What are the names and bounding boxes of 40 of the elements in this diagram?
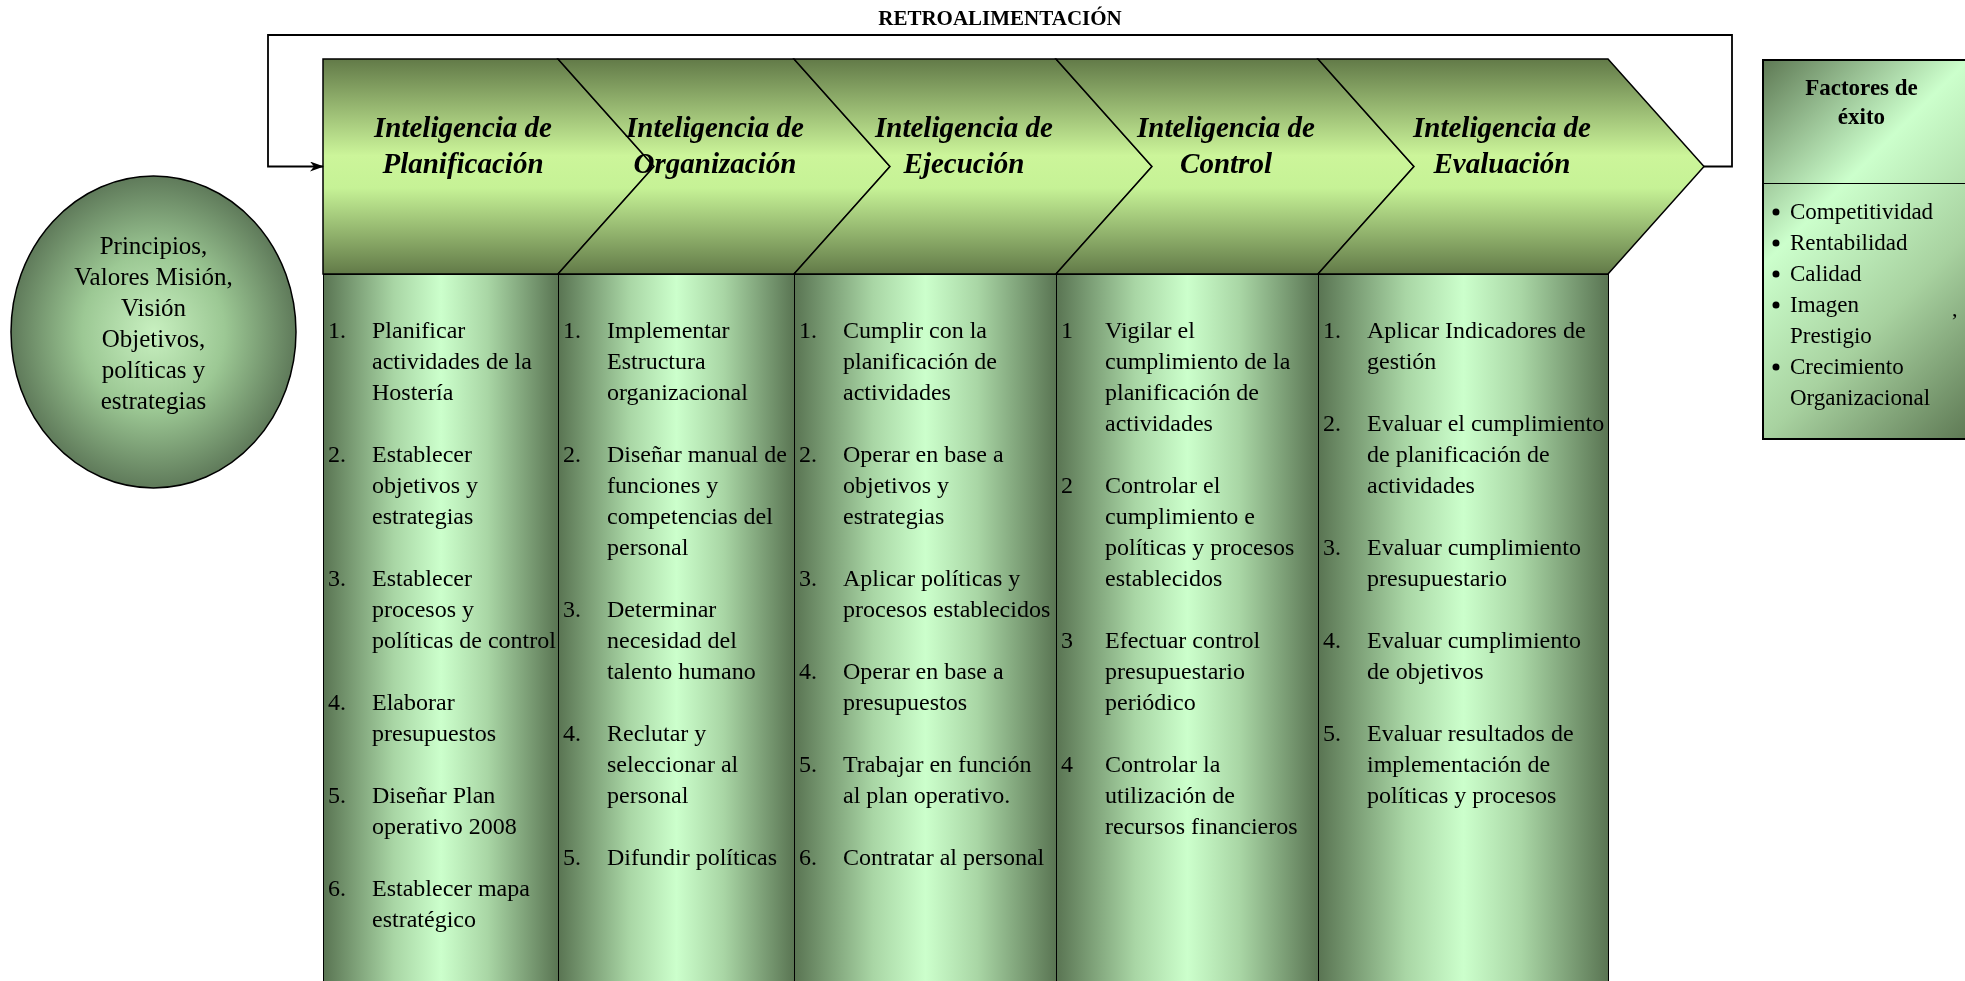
list-item: 5. Evaluar resultados de implementación de políticas y procesos [1322, 719, 1575, 810]
list-item: 2. Operar en base a objetivos y estrategias [798, 440, 1005, 531]
list-item: 2 Controlar el cumplimiento e políticas y procesos establecidos [1060, 471, 1296, 593]
list-item: 3 Efectuar control presupuestario periódico [1060, 626, 1262, 717]
list-item: 1. Cumplir con la planificación de actividades [798, 316, 998, 407]
punctuation-mark: , [1952, 296, 1958, 322]
list-item: 5. Diseñar Plan operativo 2008 [327, 781, 518, 841]
circle-text: Principios, Valores Misión, Visión Objetivos, políticas y estrategias [73, 231, 234, 416]
list-item: 6. Establecer mapa estratégico [327, 874, 531, 934]
list-item: 4. Elaborar presupuestos [327, 688, 497, 748]
bullet-item: Competitividad [1768, 196, 1940, 227]
list-item: 4 Controlar la utilización de recursos financieros [1060, 750, 1299, 841]
bullet-item: Crecimiento Organizacional [1768, 351, 1940, 413]
list-item: 4. Reclutar y seleccionar al personal [562, 719, 740, 810]
list-item: 5. Difundir políticas [562, 843, 778, 872]
bullet-item: Rentabilidad [1768, 227, 1940, 258]
bullet-item: Calidad [1768, 258, 1940, 289]
list-item: 3. Aplicar políticas y procesos establecidos [798, 564, 1052, 624]
list-item: 3. Evaluar cumplimiento presupuestario [1322, 533, 1582, 593]
list-item: 6. Contratar al personal [798, 843, 1046, 872]
list-item: 2. Evaluar el cumplimiento de planificación de actividades [1322, 409, 1606, 500]
list-item: 3. Determinar necesidad del talento humano [562, 595, 757, 686]
factors-panel [1762, 59, 1965, 440]
list-item: 1 Vigilar el cumplimiento de la planificación de actividades [1060, 316, 1292, 438]
list-item: 5. Trabajar en función al plan operativo. [798, 750, 1033, 810]
list-item: 1. Aplicar Indicadores de gestión [1322, 316, 1587, 376]
list-item: 2. Establecer objetivos y estrategias [327, 440, 479, 531]
stage-title: Inteligencia de Control [1135, 110, 1316, 181]
stage-title: Inteligencia de Ejecución [873, 110, 1054, 181]
list-item: 4. Operar en base a presupuestos [798, 657, 1005, 717]
stage-title: Inteligencia de Planificación [372, 110, 553, 181]
list-item: 1. Planificar actividades de la Hostería [327, 316, 533, 407]
list-item: 1. Implementar Estructura organizacional [562, 316, 749, 407]
list-item: 3. Establecer procesos y políticas de control [327, 564, 556, 655]
list-item: 4. Evaluar cumplimiento de objetivos [1322, 626, 1582, 686]
bullet-item: Imagen Prestigio [1768, 289, 1940, 351]
feedback-arrow [267, 34, 1733, 172]
panel-heading: Factores de éxito [1804, 74, 1919, 131]
stage-title: Inteligencia de Evaluación [1411, 110, 1592, 181]
list-item: 2. Diseñar manual de funciones y competencias del personal [562, 440, 788, 562]
